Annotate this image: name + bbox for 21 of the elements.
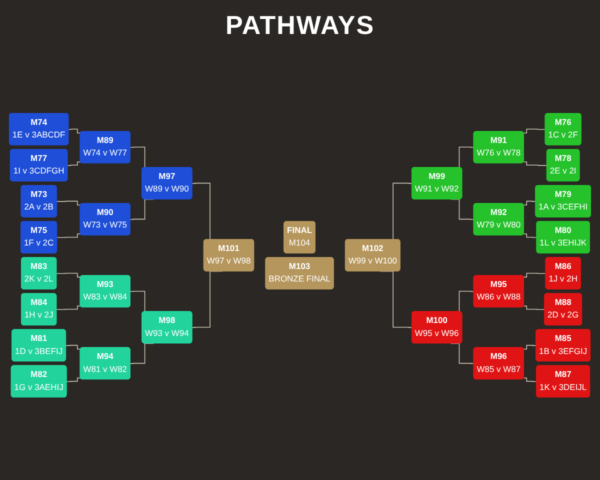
connector bbox=[523, 200, 536, 206]
connector bbox=[66, 344, 81, 350]
connector bbox=[130, 342, 154, 364]
connector bbox=[56, 233, 81, 238]
connector bbox=[67, 161, 81, 166]
connector bbox=[192, 270, 223, 328]
connector bbox=[68, 128, 81, 134]
connector bbox=[523, 161, 548, 166]
connector bbox=[523, 272, 546, 278]
connector bbox=[523, 305, 546, 310]
connector bbox=[450, 342, 474, 364]
connector bbox=[56, 305, 81, 310]
title: PATHWAYS bbox=[224, 10, 376, 41]
connector bbox=[523, 233, 538, 238]
connector bbox=[523, 377, 537, 382]
connector bbox=[66, 377, 81, 382]
connector bbox=[523, 344, 537, 350]
connector bbox=[56, 272, 81, 278]
connector bbox=[56, 200, 81, 206]
connector bbox=[523, 128, 546, 134]
connector bbox=[380, 270, 412, 328]
